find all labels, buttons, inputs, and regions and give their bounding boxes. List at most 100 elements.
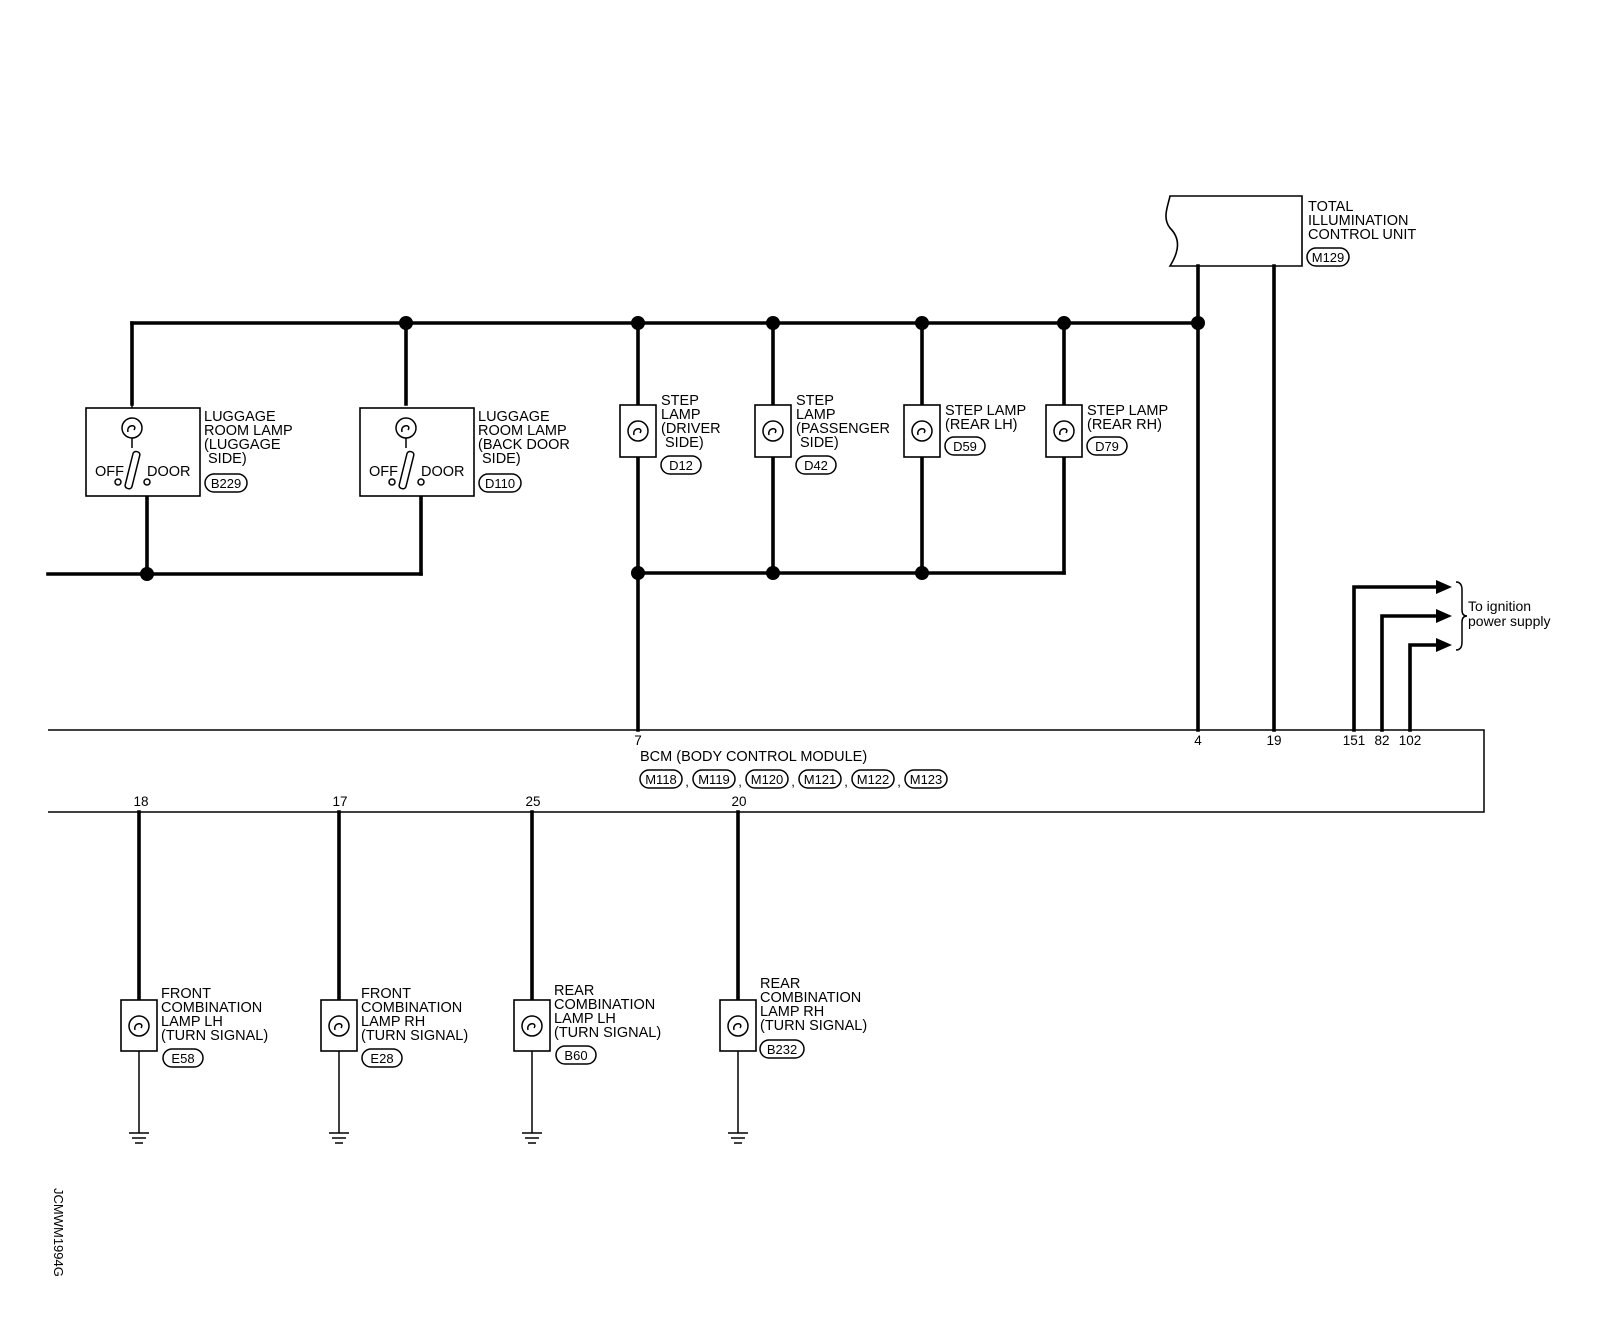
step-rear-rh-line-1: STEP LAMP xyxy=(1087,403,1168,419)
lamp-box xyxy=(120,999,158,1052)
rear-rh-line-1: REAR xyxy=(760,976,800,992)
switch-door-label: DOOR xyxy=(421,464,465,480)
bcm-connector-list: M118 , M119 , M120 , M121 , M122 , M123 xyxy=(639,769,948,789)
step-driver-line-2: LAMP xyxy=(661,407,701,423)
front-lh-line-2: COMBINATION xyxy=(161,1000,262,1016)
step-passenger-line-4: SIDE) xyxy=(800,435,839,451)
rear-lh-line-1: REAR xyxy=(554,983,594,999)
bcm-pin-20: 20 xyxy=(731,794,746,809)
switch-off-label: OFF xyxy=(95,464,124,480)
step-lamp-rear-lh: STEP LAMP (REAR LH) D59 xyxy=(903,403,1026,458)
bcm-pin-19: 19 xyxy=(1266,733,1281,748)
bcm-pin-82: 82 xyxy=(1374,733,1389,748)
step-rear-rh-line-2: (REAR RH) xyxy=(1087,417,1162,433)
switch-off-label: OFF xyxy=(369,464,398,480)
connector-separator: , xyxy=(897,774,901,789)
junction-dot xyxy=(140,567,154,581)
bcm-box xyxy=(48,729,1485,813)
ignition-line-2: power supply xyxy=(1468,613,1551,629)
rear-rh-line-3: LAMP RH xyxy=(760,1004,824,1020)
arrow-right-icon xyxy=(1436,609,1452,623)
front-combination-lamp-lh: FRONT COMBINATION LAMP LH (TURN SIGNAL) … xyxy=(120,986,268,1144)
bulb-icon xyxy=(627,420,649,442)
arrow-right-icon xyxy=(1436,638,1452,652)
rear-combination-lamp-lh: REAR COMBINATION LAMP LH (TURN SIGNAL) B… xyxy=(513,983,661,1144)
connector-pill xyxy=(204,473,248,493)
lamp-box xyxy=(719,999,757,1052)
connector-pill xyxy=(759,1039,805,1059)
bulb-icon xyxy=(328,1015,350,1037)
luggage-lamp-1-line-3: (LUGGAGE xyxy=(204,437,281,453)
step-lamp-rear-rh: STEP LAMP (REAR RH) D79 xyxy=(1045,403,1168,458)
lamp-box xyxy=(1045,404,1083,458)
bulb-icon xyxy=(762,420,784,442)
luggage-lamp-1-line-2: ROOM LAMP xyxy=(204,423,293,439)
connector-separator: , xyxy=(738,774,742,789)
luggage-room-lamp-back-door-side: OFF DOOR LUGGAGE ROOM LAMP (BACK DOOR SI… xyxy=(359,407,570,497)
bcm-pin-18: 18 xyxy=(133,794,148,809)
connector-separator: , xyxy=(844,774,848,789)
ground-icon xyxy=(329,1132,349,1144)
bcm-module: 7 4 19 151 82 102 BCM (BODY CONTROL MODU… xyxy=(48,729,1485,813)
step-driver-line-3: (DRIVER xyxy=(661,421,721,437)
step-driver-line-1: STEP xyxy=(661,393,699,409)
junction-dot xyxy=(766,316,780,330)
luggage-room-lamp-luggage-side: OFF DOOR LUGGAGE ROOM LAMP (LUGGAGE SIDE… xyxy=(85,404,293,497)
luggage-lamp-2-line-4: SIDE) xyxy=(482,451,521,467)
junction-dot xyxy=(1191,316,1205,330)
luggage-lamp-1-connector: B229 xyxy=(211,476,241,491)
front-lh-line-1: FRONT xyxy=(161,986,211,1002)
step-rear-lh-connector: D59 xyxy=(953,439,977,454)
figure-code: JCMWM1994G xyxy=(51,1188,66,1277)
front-lh-line-3: LAMP LH xyxy=(161,1014,223,1030)
connector-pill xyxy=(478,473,522,493)
step-passenger-line-2: LAMP xyxy=(796,407,836,423)
junctions xyxy=(140,316,1205,581)
lamp-box xyxy=(320,999,358,1052)
arrow-right-icon xyxy=(1436,580,1452,594)
ground-icon xyxy=(728,1132,748,1144)
junction-dot xyxy=(766,566,780,580)
step-passenger-line-3: (PASSENGER xyxy=(796,421,890,437)
bcm-connector-4: M121 xyxy=(804,772,837,787)
step-lamp-driver-side: STEP LAMP (DRIVER SIDE) D12 xyxy=(619,393,721,475)
connector-pill xyxy=(660,455,702,475)
door-switch-icon xyxy=(114,450,151,490)
front-combination-lamp-rh: FRONT COMBINATION LAMP RH (TURN SIGNAL) … xyxy=(320,986,468,1144)
lamp-box xyxy=(85,407,201,497)
bcm-connector-2: M119 xyxy=(698,772,730,787)
luggage-lamp-2-line-1: LUGGAGE xyxy=(478,409,550,425)
front-lh-connector: E58 xyxy=(171,1051,194,1066)
luggage-lamp-2-connector: D110 xyxy=(485,476,515,491)
front-rh-line-2: COMBINATION xyxy=(361,1000,462,1016)
bcm-connector-1: M118 xyxy=(645,772,677,787)
connector-pill xyxy=(555,1045,597,1065)
bcm-pin-102: 102 xyxy=(1399,733,1422,748)
bulb-icon xyxy=(911,420,933,442)
tcu-connector: M129 xyxy=(1312,250,1345,265)
rear-lh-line-2: COMBINATION xyxy=(554,997,655,1013)
junction-dot xyxy=(1057,316,1071,330)
wires xyxy=(46,264,1438,1133)
junction-dot xyxy=(915,316,929,330)
bcm-pin-25: 25 xyxy=(525,794,540,809)
wire-bcm-pin82 xyxy=(1380,614,1438,732)
rear-lh-line-4: (TURN SIGNAL) xyxy=(554,1025,661,1041)
bcm-pin-151: 151 xyxy=(1343,733,1366,748)
bcm-connector-5: M122 xyxy=(857,772,890,787)
front-lh-line-4: (TURN SIGNAL) xyxy=(161,1028,268,1044)
rear-combination-lamp-rh: REAR COMBINATION LAMP RH (TURN SIGNAL) B… xyxy=(719,976,867,1144)
lamp-box xyxy=(903,404,941,458)
bcm-connector-3: M120 xyxy=(751,772,784,787)
connector-pill xyxy=(162,1048,204,1068)
luggage-lamp-1-line-1: LUGGAGE xyxy=(204,409,276,425)
step-passenger-line-1: STEP xyxy=(796,393,834,409)
connector-separator: , xyxy=(791,774,795,789)
tcu-label-line-3: CONTROL UNIT xyxy=(1308,227,1416,243)
step-rear-lh-line-1: STEP LAMP xyxy=(945,403,1026,419)
ground-icon xyxy=(522,1132,542,1144)
lamp-box xyxy=(619,404,657,458)
junction-dot xyxy=(399,316,413,330)
step-lamp-passenger-side: STEP LAMP (PASSENGER SIDE) D42 xyxy=(754,393,890,475)
front-rh-connector: E28 xyxy=(370,1051,393,1066)
